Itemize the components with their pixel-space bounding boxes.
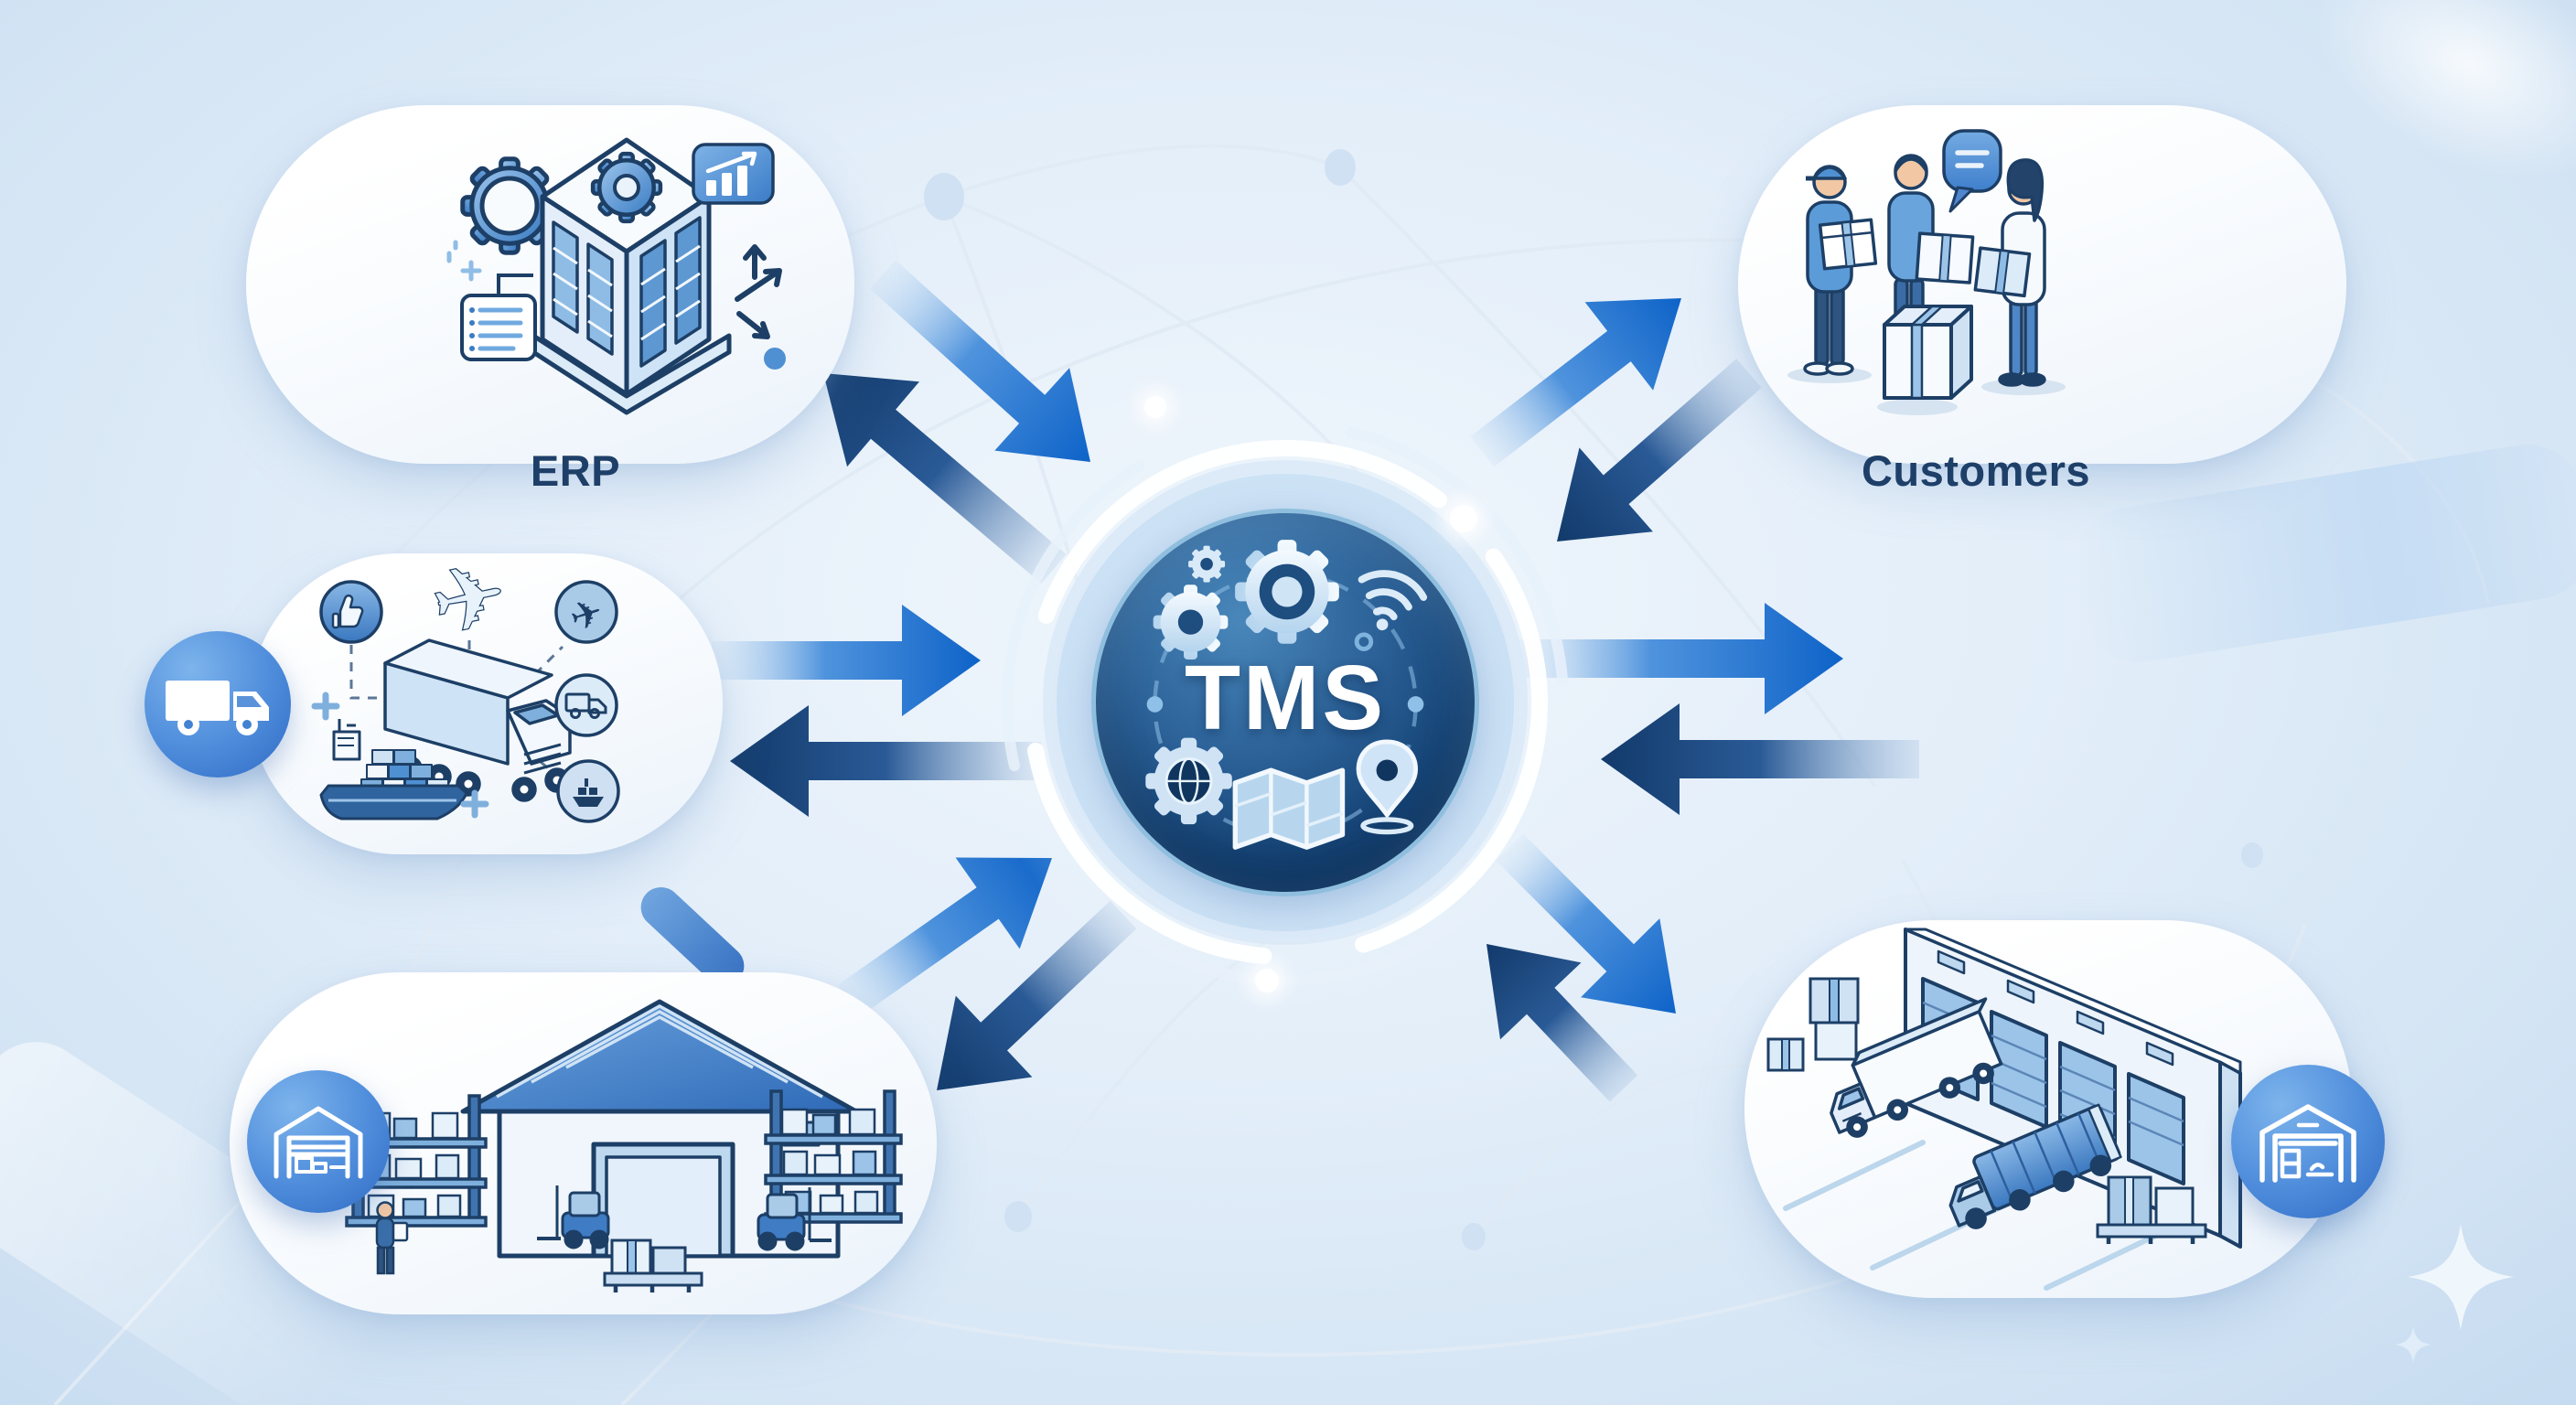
arrow-tms-to-customers (1470, 298, 1681, 467)
package-box-icon (1883, 305, 1973, 400)
arrow-erp-to-tms (869, 260, 1090, 462)
carriers-illustration: ✈ (311, 553, 620, 823)
delivery-person-icon (1803, 165, 1878, 376)
carriers-card: ✈ (250, 553, 723, 854)
arrow-carriers-to-tms (712, 605, 981, 716)
arrow-warehouse-to-tms (837, 857, 1052, 1017)
erp-illustration (446, 137, 786, 415)
glow-dot (1450, 505, 1477, 532)
dot-icon (764, 348, 786, 370)
speech-bubble-icon (1942, 129, 2002, 213)
sparkle-icon (2395, 1224, 2514, 1363)
dot-icon (1354, 632, 1374, 651)
docks-card (1744, 920, 2353, 1298)
glow-dot (1144, 396, 1166, 418)
dock-circle-badge-icon (2231, 1065, 2385, 1218)
erp-label: ERP (530, 446, 621, 495)
sparkle-plus-icon (446, 240, 482, 282)
mesh-node-dots (924, 149, 2263, 1250)
pallet-boxes-icon (2096, 1175, 2207, 1244)
box-truck-icon (1830, 997, 2003, 1138)
arrow-docks-to-tms (1487, 944, 1638, 1102)
tarp-truck-icon (1948, 1103, 2122, 1229)
warehouse-circle-badge-icon (247, 1070, 390, 1213)
package-box-icon (1915, 231, 1975, 284)
hub-orbit-rings (1002, 419, 1569, 986)
arrow-tms-to-erp (823, 373, 1067, 584)
arrow-right-to-tms (1601, 703, 1919, 815)
globe-gear-icon (1145, 737, 1232, 825)
folded-map-icon (1232, 767, 1346, 850)
trend-arrow-icon (735, 268, 782, 302)
shadow (1787, 367, 2066, 415)
customer-woman-icon (1973, 158, 2046, 387)
erp-card (246, 105, 854, 464)
wifi-icon (1358, 570, 1428, 631)
up-arrow-icon (743, 244, 767, 280)
package-box-icon (1973, 246, 2032, 298)
orbit-dot (1407, 696, 1424, 713)
docks-illustration (1766, 928, 2242, 1291)
glow-dot (1255, 969, 1279, 992)
arrow-tms-to-carriers (730, 705, 1041, 817)
plus-icon (311, 692, 489, 819)
package-box-icon (1818, 218, 1878, 271)
forklift-icon (537, 1185, 832, 1251)
warehouse-illustration (345, 999, 903, 1292)
location-pin-icon (1356, 739, 1418, 835)
customers-illustration (1787, 129, 2066, 415)
ship-badge-icon (556, 759, 620, 823)
container-ship-icon (319, 719, 468, 820)
stacked-boxes-icon (1766, 977, 1860, 1072)
thumbs-up-badge-icon (319, 580, 383, 644)
orbit-dot (1146, 696, 1164, 713)
checklist-icon (460, 273, 537, 361)
arrow-customers-to-tms (1557, 359, 1762, 542)
tms-hub: TMS (1091, 509, 1479, 896)
pallet-boxes-icon (603, 1239, 703, 1292)
worker-icon (375, 1201, 409, 1275)
arrow-tms-to-right (1511, 603, 1843, 714)
customers-label: Customers (1861, 446, 2090, 495)
customers-card (1738, 105, 2346, 464)
isometric-building-icon (531, 137, 732, 415)
truck-badge-icon (554, 673, 618, 737)
arrow-tms-to-warehouse (937, 900, 1137, 1090)
hub-label: TMS (1184, 646, 1387, 749)
airplane-badge-icon: ✈ (554, 580, 618, 644)
bar-chart-tile-icon (692, 143, 775, 205)
down-arrow-icon (736, 311, 770, 339)
truck-circle-badge-icon (145, 631, 291, 778)
storage-rack-icon (764, 1089, 903, 1224)
hub-icons (1145, 540, 1428, 850)
